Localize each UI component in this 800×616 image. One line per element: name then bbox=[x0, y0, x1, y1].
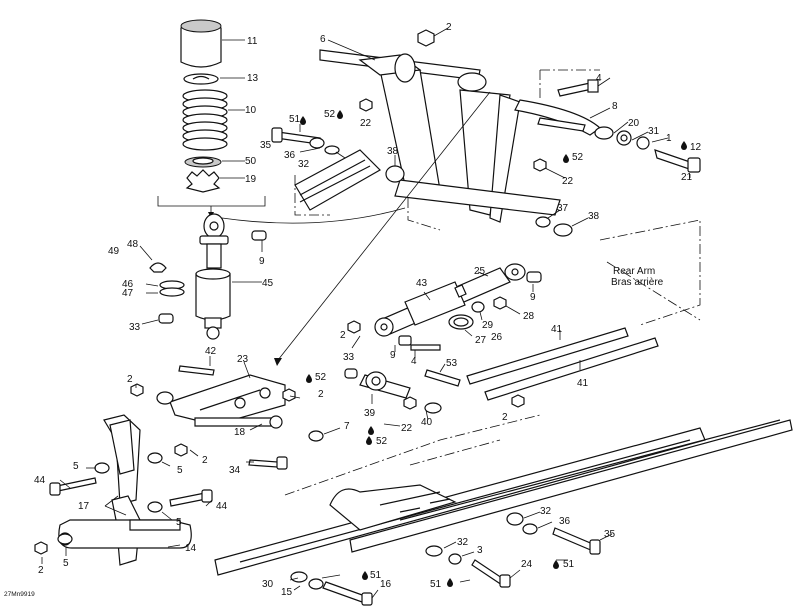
callout-32: 32 bbox=[540, 506, 552, 517]
callout-16: 16 bbox=[380, 579, 392, 590]
callout-52: 52 bbox=[315, 372, 327, 383]
callout-28: 28 bbox=[523, 311, 535, 322]
callout-2: 2 bbox=[202, 455, 208, 466]
callout-5: 5 bbox=[63, 558, 69, 569]
drawing-code: 27Mn9919 bbox=[4, 591, 35, 598]
callout-44: 44 bbox=[34, 475, 46, 486]
callout-52: 52 bbox=[572, 152, 584, 163]
callout-22: 22 bbox=[562, 176, 574, 187]
brackets bbox=[58, 414, 192, 566]
callout-23: 23 bbox=[237, 354, 249, 365]
callout-47: 47 bbox=[122, 288, 134, 299]
callout-17: 17 bbox=[78, 501, 90, 512]
callout-33: 33 bbox=[343, 352, 355, 363]
callout-numbers: 11 13 10 50 19 6 2 4 8 20 31 1 12 21 51 … bbox=[34, 22, 702, 598]
callout-51: 51 bbox=[289, 114, 301, 125]
callout-53: 53 bbox=[446, 358, 458, 369]
callout-49: 49 bbox=[108, 246, 120, 257]
callout-19: 19 bbox=[245, 174, 257, 185]
caption-rear-arm: Rear Arm bbox=[613, 266, 655, 277]
callout-3: 3 bbox=[477, 545, 483, 556]
callout-8: 8 bbox=[612, 101, 618, 112]
callout-7: 7 bbox=[344, 421, 350, 432]
callout-31: 31 bbox=[648, 126, 660, 137]
callout-4: 4 bbox=[596, 73, 602, 84]
callout-46: 46 bbox=[122, 279, 134, 290]
callout-12: 12 bbox=[690, 142, 702, 153]
front-arm bbox=[319, 49, 601, 223]
callout-13: 13 bbox=[247, 73, 259, 84]
rear-shock bbox=[374, 263, 526, 337]
callout-2: 2 bbox=[318, 389, 324, 400]
callout-2: 2 bbox=[502, 412, 508, 423]
callout-51: 51 bbox=[563, 559, 575, 570]
callout-50: 50 bbox=[245, 156, 257, 167]
callout-42: 42 bbox=[205, 346, 217, 357]
leader-lines bbox=[41, 27, 691, 599]
callout-11: 11 bbox=[247, 36, 258, 47]
callout-32: 32 bbox=[457, 537, 469, 548]
droplet-adhesive-icon bbox=[300, 110, 687, 587]
callout-34: 34 bbox=[229, 465, 241, 476]
callout-45: 45 bbox=[262, 278, 274, 289]
callout-1: 1 bbox=[666, 133, 672, 144]
callout-15: 15 bbox=[281, 587, 293, 598]
callout-9: 9 bbox=[390, 350, 396, 361]
callout-2: 2 bbox=[446, 22, 452, 33]
callout-6: 6 bbox=[320, 34, 326, 45]
callout-22: 22 bbox=[360, 118, 372, 129]
callout-51: 51 bbox=[430, 579, 442, 590]
callout-36: 36 bbox=[559, 516, 571, 527]
callout-39: 39 bbox=[364, 408, 376, 419]
lower-arm bbox=[169, 374, 286, 429]
callout-30: 30 bbox=[262, 579, 274, 590]
callout-9: 9 bbox=[259, 256, 265, 267]
callout-5: 5 bbox=[73, 461, 79, 472]
callout-37: 37 bbox=[557, 203, 569, 214]
callout-24: 24 bbox=[521, 559, 533, 570]
callout-52: 52 bbox=[376, 436, 388, 447]
callout-2: 2 bbox=[340, 330, 346, 341]
callout-33: 33 bbox=[129, 322, 141, 333]
callout-5: 5 bbox=[177, 465, 183, 476]
callout-48: 48 bbox=[127, 239, 139, 250]
callout-27: 27 bbox=[475, 335, 487, 346]
callout-2: 2 bbox=[127, 374, 133, 385]
callout-4: 4 bbox=[411, 356, 417, 367]
shock-absorber bbox=[195, 213, 231, 340]
callout-9: 9 bbox=[530, 292, 536, 303]
slide-rails bbox=[214, 419, 793, 576]
callout-2: 2 bbox=[38, 565, 44, 576]
callout-38: 38 bbox=[588, 211, 600, 222]
callout-26: 26 bbox=[491, 332, 503, 343]
callout-35: 35 bbox=[260, 140, 272, 151]
callout-36: 36 bbox=[284, 150, 296, 161]
callout-10: 10 bbox=[245, 105, 257, 116]
callout-38: 38 bbox=[387, 146, 399, 157]
callout-21: 21 bbox=[681, 172, 693, 183]
callout-25: 25 bbox=[474, 266, 486, 277]
callout-18: 18 bbox=[234, 427, 246, 438]
callout-20: 20 bbox=[628, 118, 640, 129]
callout-5: 5 bbox=[176, 517, 182, 528]
callout-41: 41 bbox=[551, 324, 563, 335]
callout-40: 40 bbox=[421, 417, 433, 428]
callout-51: 51 bbox=[370, 570, 382, 581]
callout-41: 41 bbox=[577, 378, 589, 389]
callout-35: 35 bbox=[604, 529, 616, 540]
callout-29: 29 bbox=[482, 320, 494, 331]
callout-22: 22 bbox=[401, 423, 413, 434]
caption-bras-arriere: Bras arrière bbox=[611, 277, 664, 288]
callout-44: 44 bbox=[216, 501, 228, 512]
callout-32: 32 bbox=[298, 159, 310, 170]
callout-43: 43 bbox=[416, 278, 428, 289]
callout-52: 52 bbox=[324, 109, 336, 120]
callout-14: 14 bbox=[185, 543, 197, 554]
spring-assembly bbox=[180, 19, 228, 193]
